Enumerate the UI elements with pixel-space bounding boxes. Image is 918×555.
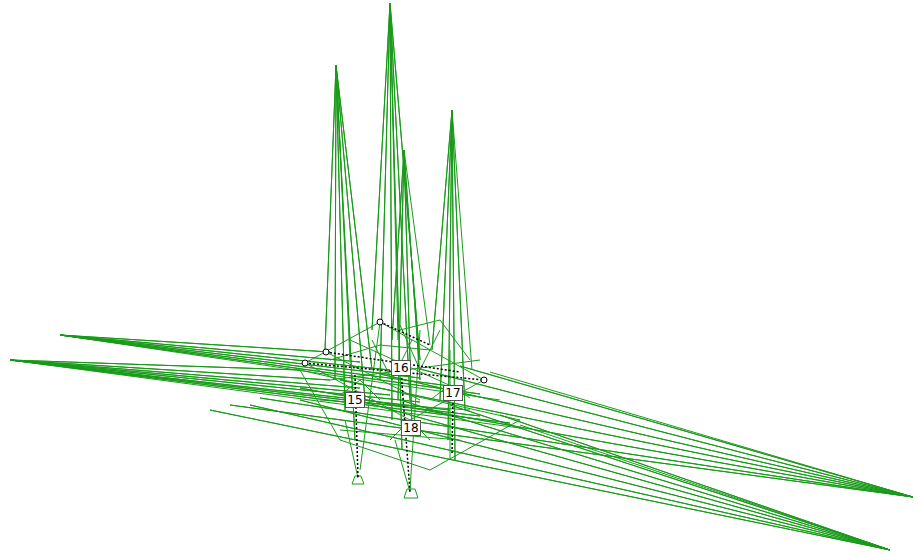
callout-number: 18 [401, 420, 420, 436]
callout-number: 15 [345, 392, 364, 408]
callout-number: 17 [443, 385, 462, 401]
callout-number: 16 [391, 360, 410, 376]
